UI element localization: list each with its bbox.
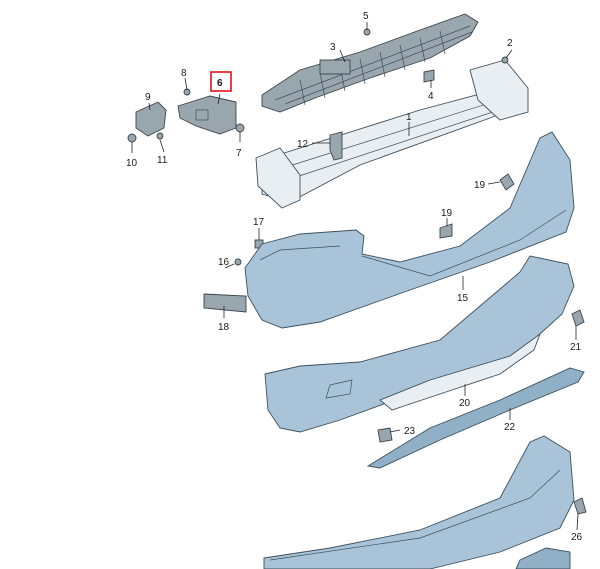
- callout-15[interactable]: 15: [457, 293, 469, 304]
- part-15-upper-cover[interactable]: [244, 131, 575, 329]
- callout-5[interactable]: 5: [363, 11, 369, 22]
- part-1-carrier[interactable]: [255, 59, 529, 209]
- part-6-bracket[interactable]: [177, 95, 237, 135]
- part-3-absorber[interactable]: [261, 13, 479, 113]
- callout-3[interactable]: 3: [330, 42, 336, 53]
- part-9-bracket[interactable]: [135, 101, 167, 137]
- fasteners: [127, 28, 587, 515]
- callout-labels: 5 2 3 4 1 6 8 9 7 10 11 12 19 19 17 16 1…: [126, 11, 583, 543]
- part-12-bracket[interactable]: [329, 131, 343, 161]
- callout-19-a[interactable]: 19: [474, 180, 486, 191]
- callout-9[interactable]: 9: [145, 92, 151, 103]
- callout-11[interactable]: 11: [157, 155, 168, 166]
- leader-lines: [131, 22, 579, 531]
- part-20-lower-cover[interactable]: [264, 255, 575, 433]
- callout-16[interactable]: 16: [218, 257, 230, 268]
- callout-4[interactable]: 4: [428, 91, 434, 102]
- callout-20[interactable]: 20: [459, 398, 471, 409]
- callout-26[interactable]: 26: [571, 532, 583, 543]
- callout-8[interactable]: 8: [181, 68, 187, 79]
- callout-23[interactable]: 23: [404, 426, 416, 437]
- part-22-trim[interactable]: [366, 367, 585, 469]
- callout-18[interactable]: 18: [218, 322, 230, 333]
- part-bottom-right-fragment: [515, 547, 571, 569]
- callout-6[interactable]: 6: [217, 78, 223, 89]
- callout-1[interactable]: 1: [406, 112, 412, 123]
- part-18-reflector[interactable]: [203, 293, 247, 313]
- callout-2[interactable]: 2: [507, 38, 513, 49]
- callout-6-highlight: [210, 71, 232, 92]
- callout-7[interactable]: 7: [236, 148, 242, 159]
- callout-22[interactable]: 22: [504, 422, 516, 433]
- callout-10[interactable]: 10: [126, 158, 138, 169]
- callout-17[interactable]: 17: [253, 217, 265, 228]
- callout-12[interactable]: 12: [297, 139, 309, 150]
- part-26-bottom-cover[interactable]: [263, 435, 575, 569]
- callout-21[interactable]: 21: [570, 342, 582, 353]
- callout-19-b[interactable]: 19: [441, 208, 453, 219]
